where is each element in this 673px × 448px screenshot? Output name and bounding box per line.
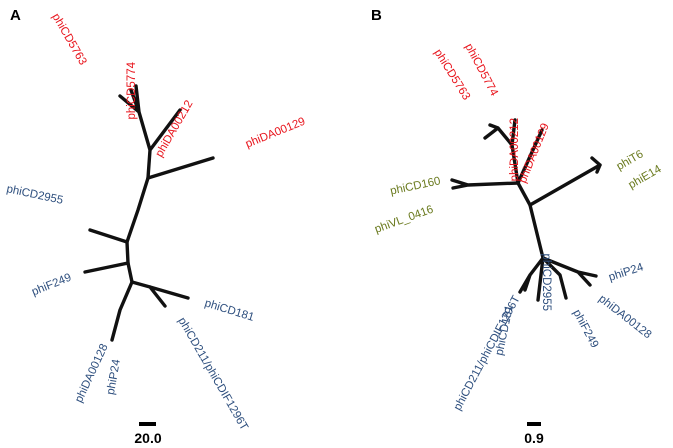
tree-b-backbone (516, 181, 545, 260)
leaf-label: phiCD211/phiCDIF1296T (452, 294, 523, 413)
tree-a-f249-branch (83, 261, 130, 274)
leaf-label: phiCD211/phiCDIF1296T (175, 316, 250, 433)
leaf-label: phiDA00212 (154, 99, 196, 160)
tree-b-branches (450, 118, 602, 302)
leaf-label: phiP24 (607, 261, 645, 284)
tree-a-red-clade (118, 84, 215, 180)
scale-label-a: 20.0 (134, 430, 161, 446)
leaf-label: phiF249 (570, 308, 600, 350)
tree-b-red-clade (483, 118, 544, 185)
leaf-label: phiP24 (105, 358, 123, 396)
tree-a-blue-lower-clade (110, 280, 190, 342)
panel-a: A phiCD5763 phiCD5774 phiDA00212 phiDA00… (5, 7, 307, 446)
leaf-label: phiCD5763 (49, 12, 88, 68)
leaf-label: phiDA00128 (596, 293, 653, 341)
tree-a-branches (83, 84, 215, 342)
leaf-label: phiCD5763 (431, 47, 472, 102)
tree-a-root-branch (125, 176, 150, 284)
tree-a-leaf-labels: phiCD5763 phiCD5774 phiDA00212 phiDA0012… (5, 12, 307, 433)
leaf-label: phiF249 (30, 272, 73, 299)
tree-b-leaf-labels: phiCD5763 phiCD5774 phiDA00212 phiDA0012… (373, 42, 664, 413)
scale-label-b: 0.9 (524, 430, 544, 446)
tree-b-green-left-clade (450, 178, 520, 190)
leaf-label: phiCD2955 (540, 253, 552, 311)
panel-b-letter: B (371, 7, 382, 24)
leaf-label: phiDA00129 (517, 122, 552, 185)
leaf-label: phiVL_0416 (373, 204, 435, 236)
leaf-label: phiT6 (615, 148, 646, 173)
tree-a-cd2955-branch (88, 228, 129, 244)
leaf-label: phiDA00129 (244, 116, 307, 151)
panel-b: B phiCD5763 phiCD5774 phiDA00212 phiDA00… (371, 7, 664, 446)
leaf-label: phiCD2955 (5, 183, 64, 207)
leaf-label: phiDA00128 (73, 342, 111, 404)
panel-a-letter: A (10, 7, 21, 24)
leaf-label: phiE14 (626, 163, 664, 192)
leaf-label: phiCD181 (203, 297, 255, 323)
leaf-label: phiCD5774 (126, 61, 138, 119)
tree-b-blue-clade (518, 256, 598, 302)
leaf-label: phiCD160 (389, 175, 442, 197)
leaf-label: phiDA00212 (509, 118, 521, 181)
tree-b-green-right-clade (528, 156, 602, 207)
